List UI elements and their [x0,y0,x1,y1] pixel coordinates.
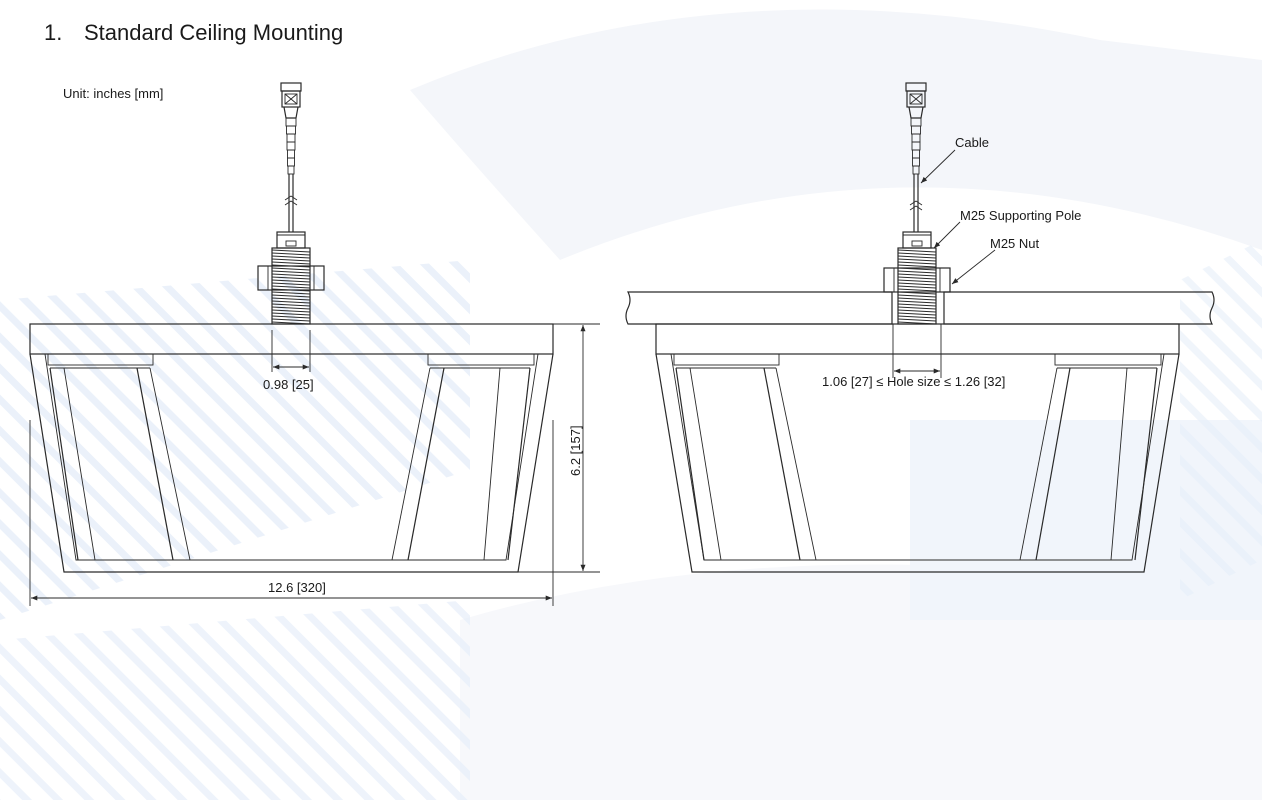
thread-line [897,285,937,289]
right-nut [883,267,951,293]
left-pole-top [276,231,306,249]
thread-line [897,306,937,310]
thread-line [271,282,311,286]
right-connector [905,82,927,119]
left-dimensions: 0.98 [25] 6.2 [157] 12.6 [320] [29,323,600,606]
unit-note: Unit: inches [mm] [63,86,163,101]
dim-hole-size: 1.06 [27] ≤ Hole size ≤ 1.26 [32] [822,374,1005,389]
left-view: 0.98 [25] 6.2 [157] 12.6 [320] [29,82,600,606]
right-fixture [655,323,1180,573]
dim-width: 12.6 [320] [268,580,326,595]
thread-line [271,249,311,253]
label-supporting-pole: M25 Supporting Pole [960,208,1081,223]
thread-line [897,264,937,268]
thread-line [271,258,311,262]
thread-line [271,300,311,304]
thread-line [897,318,937,322]
thread-line [897,270,937,274]
right-view: 1.06 [27] ≤ Hole size ≤ 1.26 [32] Cable … [625,82,1215,573]
thread-line [271,315,311,319]
thread-line [897,279,937,283]
watermark-stripes-right [1180,240,1262,600]
left-cable [284,117,298,232]
thread-line [897,312,937,316]
watermark-stripes-bottom [0,600,470,800]
thread-line [271,285,311,289]
thread-line [897,261,937,265]
dim-pole-diameter: 0.98 [25] [263,377,314,392]
thread-line [897,276,937,280]
section-heading: 1. Standard Ceiling Mounting [44,20,343,46]
thread-line [271,270,311,274]
section-number: 1. [44,20,63,45]
left-connector [280,82,302,119]
thread-line [271,279,311,283]
thread-line [271,312,311,316]
right-dimensions: 1.06 [27] ≤ Hole size ≤ 1.26 [32] [822,324,1005,389]
left-threaded-pole [271,247,311,325]
thread-line [897,249,937,253]
watermark-curve [460,564,1262,800]
thread-line [271,291,311,295]
thread-line [271,255,311,259]
thread-line [271,252,311,256]
thread-line [897,282,937,286]
right-pole-top [902,231,932,249]
watermark-stripes-top [0,260,470,620]
thread-line [897,294,937,298]
thread-line [271,306,311,310]
thread-line [271,294,311,298]
right-callouts: Cable M25 Supporting Pole M25 Nut [920,135,1081,285]
thread-line [271,303,311,307]
thread-line [271,318,311,322]
thread-line [897,273,937,277]
thread-line [897,288,937,292]
thread-line [271,264,311,268]
thread-line [897,315,937,319]
thread-line [897,303,937,307]
thread-line [897,267,937,271]
thread-line [271,273,311,277]
right-cable [909,117,923,232]
thread-line [897,252,937,256]
thread-line [271,261,311,265]
thread-line [897,255,937,259]
label-nut: M25 Nut [990,236,1040,251]
thread-line [271,267,311,271]
thread-line [271,276,311,280]
thread-line [271,309,311,313]
thread-line [897,300,937,304]
dim-height: 6.2 [157] [568,425,583,476]
section-title: Standard Ceiling Mounting [84,20,344,45]
thread-line [897,258,937,262]
thread-line [271,288,311,292]
thread-line [897,297,937,301]
watermark-arc [410,9,1262,260]
ceiling-board [625,291,1215,325]
thread-line [897,291,937,295]
left-fixture [29,323,554,573]
right-threaded-pole [897,247,937,325]
thread-line [271,297,311,301]
label-cable: Cable [955,135,989,150]
thread-line [897,309,937,313]
